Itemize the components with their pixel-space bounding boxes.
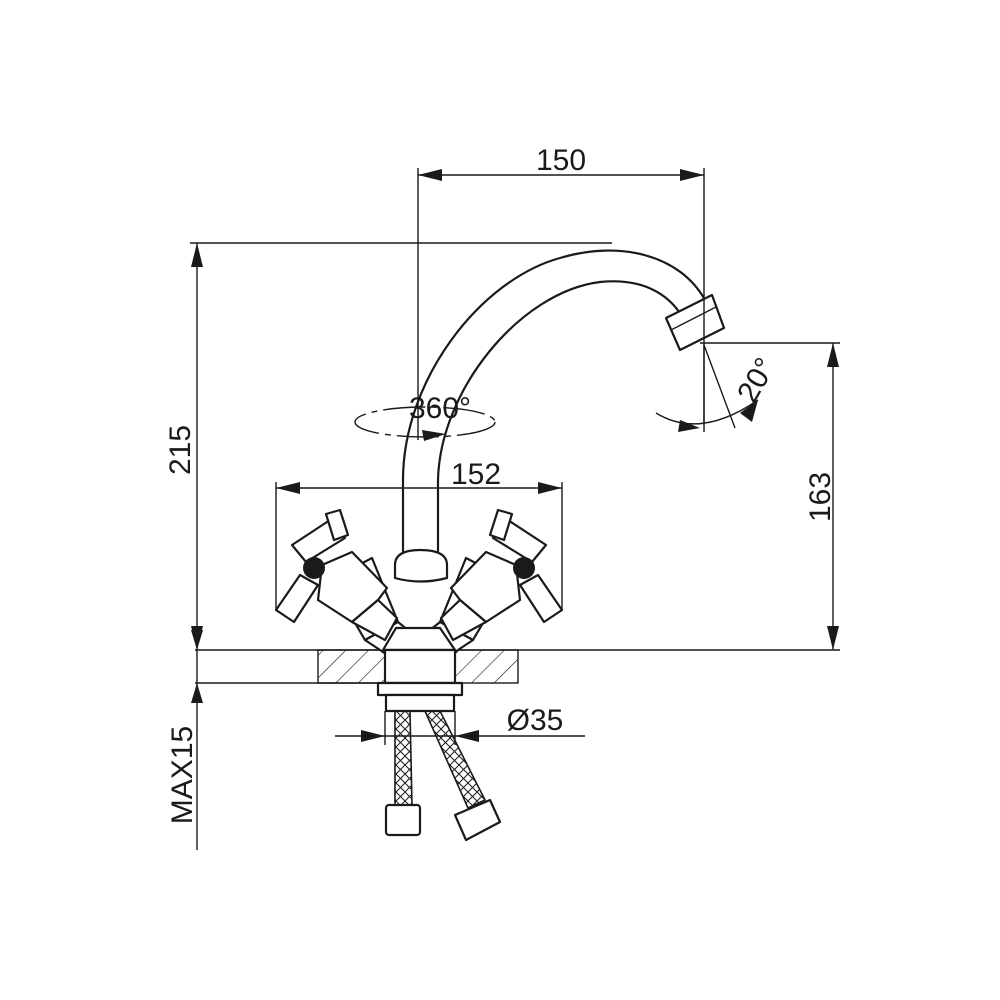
rotation-indicator: 360°: [354, 392, 496, 441]
dimension-163: 163: [700, 342, 840, 650]
dimension-152-label: 152: [451, 458, 501, 491]
flexible-hoses: [384, 710, 502, 842]
faucet-body: [316, 548, 522, 662]
dimension-215-label: 215: [164, 425, 197, 475]
spout: [401, 249, 726, 557]
right-hose-nut: [453, 798, 502, 842]
countertop-section: [195, 649, 840, 684]
left-hose-nut: [384, 803, 422, 837]
right-handle: [488, 508, 564, 624]
dimension-163-label: 163: [804, 472, 837, 522]
mounting-shank: [376, 648, 464, 713]
dimension-150-label: 150: [536, 144, 586, 177]
dimension-max15: MAX15: [166, 630, 203, 850]
dimension-diameter-35: Ø35: [335, 704, 585, 745]
dimension-150: 150: [417, 144, 705, 440]
dimension-152: 152: [275, 458, 563, 610]
rotation-label: 360°: [409, 392, 471, 425]
aerator: [664, 293, 726, 352]
left-handle: [274, 508, 350, 624]
spout-angle: 20°: [655, 344, 782, 432]
dimension-max15-label: MAX15: [166, 726, 199, 824]
dimension-diameter-35-label: Ø35: [507, 704, 564, 737]
spout-angle-label: 20°: [731, 352, 782, 408]
